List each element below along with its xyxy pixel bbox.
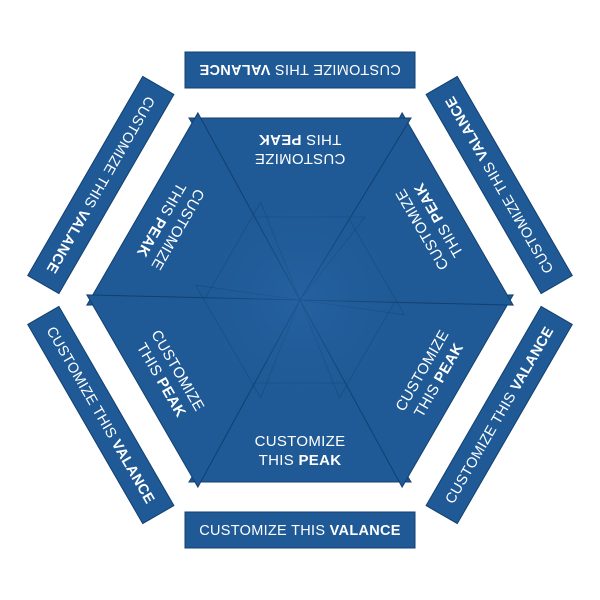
peak-label-top: CUSTOMIZETHIS PEAK	[255, 131, 346, 167]
valance-panel-bottom-left	[27, 305, 175, 525]
valance-panel-bottom-right	[425, 305, 573, 525]
valance-panel-top-left	[27, 75, 175, 295]
valance-panel-bottom	[184, 511, 416, 549]
valance-panel-top	[184, 51, 416, 89]
valance-label-bottom: CUSTOMIZE THIS VALANCE	[199, 523, 401, 539]
valance-panel-top-right	[425, 75, 573, 295]
valance-label-top: CUSTOMIZE THIS VALANCE	[199, 61, 401, 77]
